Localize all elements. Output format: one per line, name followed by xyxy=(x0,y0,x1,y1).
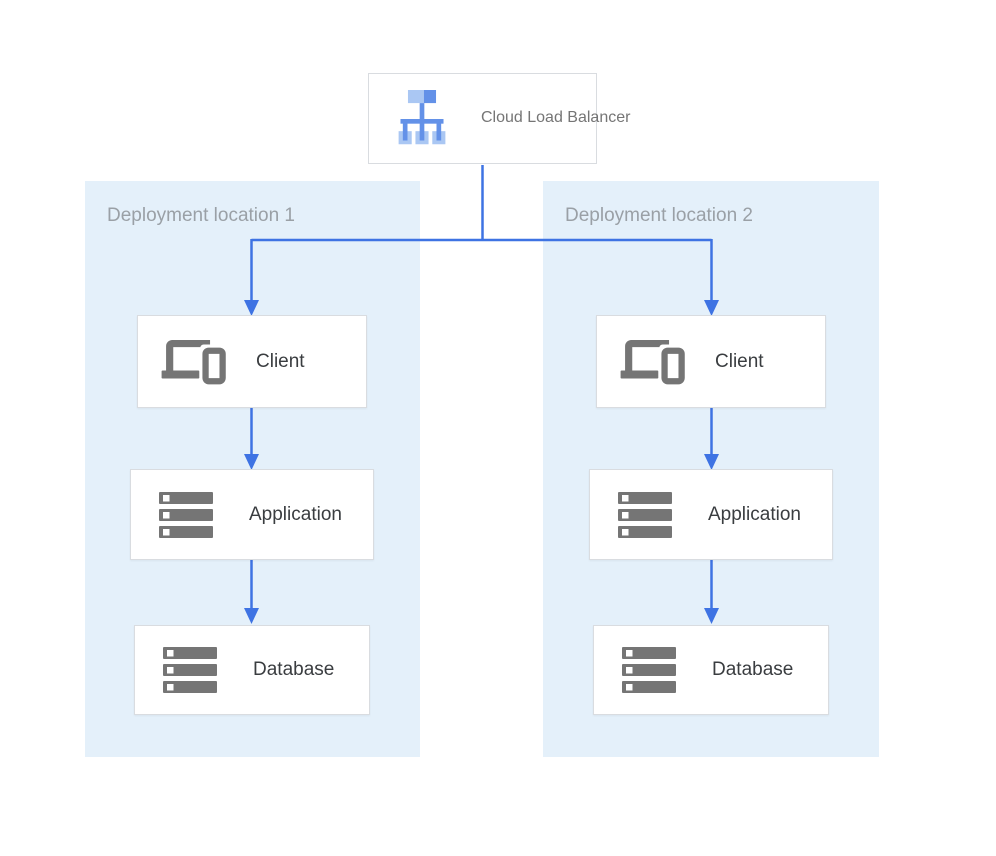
node-database-2: Database xyxy=(593,625,829,715)
region-1-label: Deployment location 1 xyxy=(107,205,295,226)
node-label: Database xyxy=(253,659,335,680)
arrow-application-2-to-database-2 xyxy=(704,560,719,624)
node-label: Application xyxy=(249,503,342,525)
node-application-2: Application xyxy=(589,469,833,560)
node-label: Application xyxy=(708,503,801,525)
node-label: Cloud Load Balancer xyxy=(481,109,631,127)
region-2-label: Deployment location 2 xyxy=(565,205,753,226)
arrow-client-2-to-application-2 xyxy=(704,408,719,470)
server-stack-icon xyxy=(147,491,225,538)
server-stack-icon xyxy=(610,647,688,693)
node-cloud-load-balancer: Cloud Load Balancer xyxy=(368,73,631,164)
cloud-load-balancer-icon xyxy=(383,89,461,148)
node-label: Client xyxy=(715,350,764,372)
server-stack-icon xyxy=(606,491,684,538)
node-application-1: Application xyxy=(130,469,374,560)
arrow-client-1-to-application-1 xyxy=(244,408,259,470)
server-stack-icon xyxy=(151,647,229,693)
arrow-lb-to-client-2 xyxy=(704,239,719,316)
node-client-2: Client xyxy=(596,315,826,408)
client-devices-icon xyxy=(613,337,691,386)
arrow-lb-to-client-1 xyxy=(244,239,259,316)
node-client-1: Client xyxy=(137,315,367,408)
lb-trunk-connector xyxy=(251,165,712,242)
arrow-application-1-to-database-1 xyxy=(244,560,259,624)
node-label: Client xyxy=(256,350,305,372)
client-devices-icon xyxy=(154,337,232,386)
node-database-1: Database xyxy=(134,625,370,715)
node-label: Database xyxy=(712,659,794,680)
